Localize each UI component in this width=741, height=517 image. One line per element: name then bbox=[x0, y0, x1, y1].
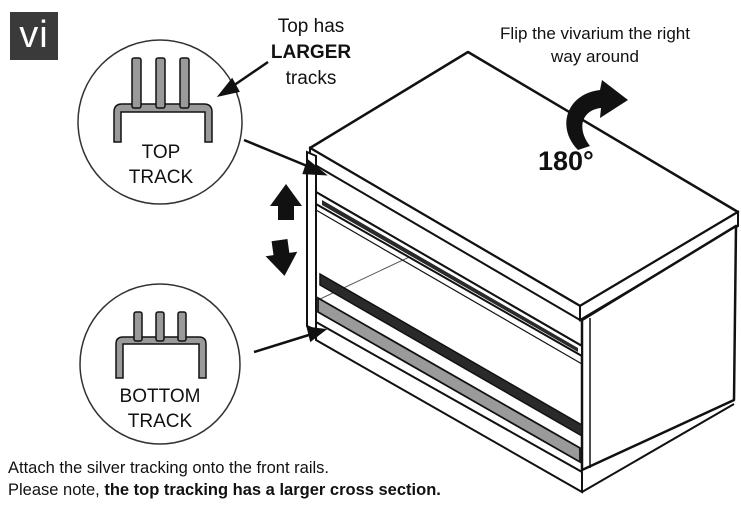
top-note-line1: Top has bbox=[277, 16, 345, 37]
up-arrow-icon bbox=[270, 184, 302, 220]
caption-line1: Attach the silver tracking onto the fron… bbox=[8, 459, 329, 477]
bottom-track-profile-icon bbox=[115, 311, 207, 379]
lower-front-rail bbox=[319, 272, 583, 438]
flip-instruction: Flip the vivarium the right way around bbox=[470, 22, 720, 68]
bottom-track-detail-circle bbox=[79, 283, 241, 445]
bottom-silver-track bbox=[317, 296, 581, 464]
bottom-track-label: BOTTOM TRACK bbox=[100, 384, 220, 434]
rotation-degrees: 180° bbox=[538, 146, 594, 176]
curved-rotate-arrow-icon bbox=[566, 80, 628, 150]
bottom-track-label-line2: TRACK bbox=[127, 411, 193, 432]
bottom-track-label-line1: BOTTOM bbox=[119, 386, 201, 407]
step-number-badge: vi bbox=[10, 12, 58, 60]
flip-line1: Flip the vivarium the right bbox=[500, 24, 690, 43]
top-track-label-line1: TOP bbox=[141, 142, 181, 163]
upper-rail-groove bbox=[322, 200, 578, 352]
down-arrow-icon bbox=[265, 239, 298, 276]
base-right-edge bbox=[581, 403, 735, 493]
cabinet-right-side bbox=[580, 224, 738, 472]
caption-line2-prefix: Please note, bbox=[8, 481, 105, 499]
top-note-line3: tracks bbox=[285, 68, 337, 89]
cabinet-left-post bbox=[306, 150, 317, 332]
top-note-bold: LARGER bbox=[270, 42, 352, 63]
upper-rail-lower-edge bbox=[315, 209, 583, 365]
flip-line2: way around bbox=[551, 47, 639, 66]
top-larger-note: Top has LARGER tracks bbox=[236, 14, 386, 92]
top-track-profile-icon bbox=[113, 57, 213, 143]
cabinet-top-edge-right bbox=[579, 210, 739, 322]
top-track-detail-circle bbox=[77, 39, 243, 205]
top-track-label-line2: TRACK bbox=[128, 167, 194, 188]
caption-line2: Please note, the top tracking has a larg… bbox=[8, 479, 608, 501]
instruction-caption: Attach the silver tracking onto the fron… bbox=[8, 457, 608, 501]
caption-line2-bold: the top tracking has a larger cross sect… bbox=[104, 481, 441, 499]
pointer-arrows bbox=[216, 60, 328, 354]
top-track-label: TOP TRACK bbox=[106, 140, 216, 190]
